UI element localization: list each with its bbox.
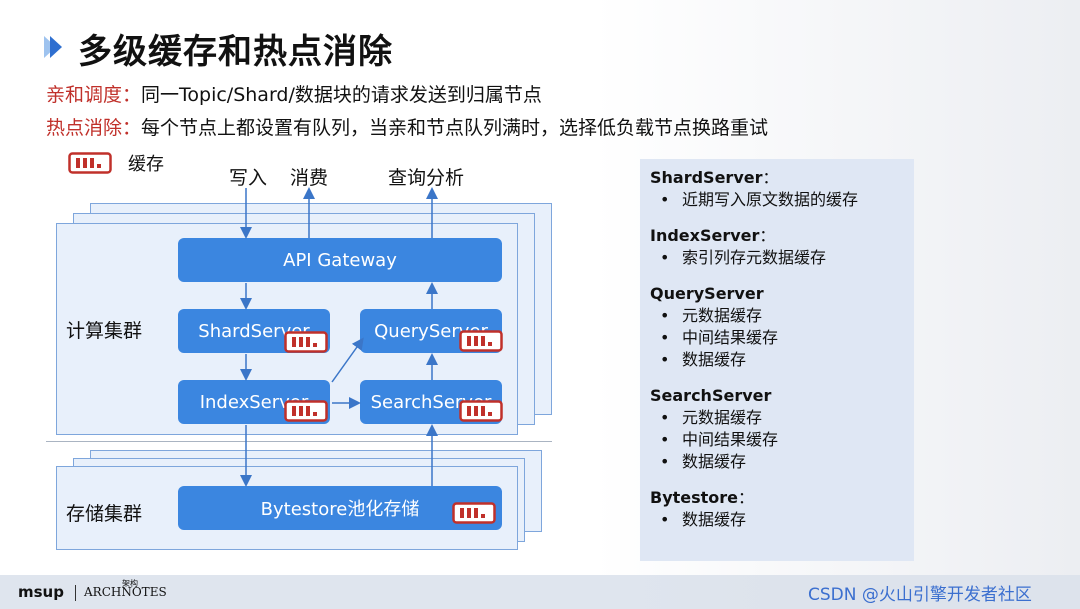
query-cache-icon — [459, 330, 503, 352]
shard-cache-icon — [284, 331, 328, 353]
panel-title: IndexServer — [650, 226, 760, 245]
panel-section-indexserver: IndexServer： •索引列存元数据缓存 — [650, 225, 904, 269]
affinity-label: 亲和调度： — [46, 84, 142, 106]
footer-divider — [75, 585, 76, 601]
legend-label: 缓存 — [128, 154, 164, 175]
cluster-separator — [46, 441, 552, 442]
panel-title: SearchServer — [650, 386, 772, 405]
io-write-label: 写入 — [229, 167, 268, 189]
affinity-line: 亲和调度：同一Topic/Shard/数据块的请求发送到归属节点 — [46, 80, 542, 107]
panel-item: •数据缓存 — [660, 452, 747, 471]
csdn-credit[interactable]: CSDN @火山引擎开发者社区 — [808, 585, 1032, 605]
panel-title: QueryServer — [650, 284, 764, 303]
msup-logo: msup — [18, 583, 64, 601]
index-to-query-arrow — [331, 337, 364, 383]
search-cache-icon — [459, 400, 503, 422]
shard-server-node: ShardServer — [178, 309, 330, 353]
panel-section-queryserver: QueryServer •元数据缓存 •中间结果缓存 •数据缓存 — [650, 283, 904, 371]
api-gateway-node: API Gateway — [178, 238, 502, 282]
archnotes-logo: ARCHNOTES — [84, 585, 167, 599]
panel-section-searchserver: SearchServer •元数据缓存 •中间结果缓存 •数据缓存 — [650, 385, 904, 473]
cache-summary-panel: ShardServer： •近期写入原文数据的缓存 IndexServer： •… — [640, 159, 914, 561]
affinity-text: 同一Topic/Shard/数据块的请求发送到归属节点 — [141, 84, 542, 106]
panel-item: •数据缓存 — [660, 350, 747, 369]
io-consume-label: 消费 — [290, 167, 329, 189]
footer-gradient — [0, 575, 780, 609]
panel-item: •元数据缓存 — [660, 306, 763, 325]
panel-section-shardserver: ShardServer： •近期写入原文数据的缓存 — [650, 167, 904, 211]
index-cache-icon — [284, 400, 328, 422]
io-query-analysis-label: 查询分析 — [388, 167, 465, 189]
panel-item: •中间结果缓存 — [660, 328, 779, 347]
hotspot-line: 热点消除：每个节点上都设置有队列，当亲和节点队列满时，选择低负载节点换路重试 — [46, 113, 768, 140]
bytestore-node: Bytestore池化存储 — [178, 486, 502, 530]
panel-item: •数据缓存 — [660, 510, 747, 529]
archnotes-logo-top: 架构 — [122, 579, 138, 588]
hotspot-text: 每个节点上都设置有队列，当亲和节点队列满时，选择低负载节点换路重试 — [141, 117, 769, 139]
panel-title: Bytestore — [650, 488, 739, 507]
hotspot-label: 热点消除： — [46, 117, 142, 139]
storage-cluster-label: 存储集群 — [66, 503, 143, 525]
panel-item: •索引列存元数据缓存 — [660, 248, 827, 267]
panel-item: •元数据缓存 — [660, 408, 763, 427]
cache-legend-icon — [68, 152, 112, 174]
panel-item: •中间结果缓存 — [660, 430, 779, 449]
panel-title: ShardServer — [650, 168, 763, 187]
compute-cluster-label: 计算集群 — [66, 320, 143, 342]
chevron-right-icon — [44, 36, 62, 58]
panel-item: •近期写入原文数据的缓存 — [660, 190, 859, 209]
page-title: 多级缓存和热点消除 — [78, 32, 393, 72]
panel-section-bytestore: Bytestore： •数据缓存 — [650, 487, 904, 531]
bytestore-cache-icon — [452, 502, 496, 524]
